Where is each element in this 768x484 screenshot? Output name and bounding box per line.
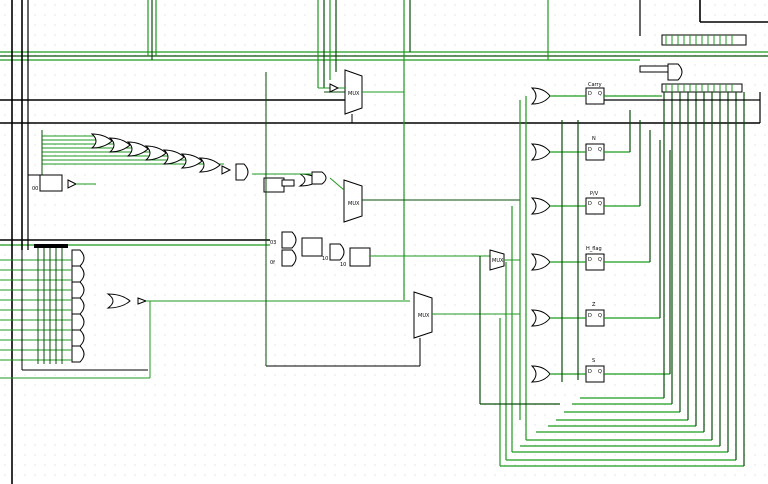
flip-flop-carry[interactable]: Carry D Q <box>585 82 605 105</box>
ff-pin-d: D <box>588 147 592 153</box>
ff-pin-d: D <box>588 91 592 97</box>
or-gates-right <box>530 87 551 383</box>
ff-pin-q: Q <box>598 201 602 207</box>
xor-chain: 00 <box>28 130 249 192</box>
flag-label-s: S <box>592 358 595 364</box>
constant-03-label: 03 <box>270 240 276 246</box>
ff-pin-q: Q <box>598 369 602 375</box>
right-wiring <box>479 92 761 467</box>
flag-label-carry: Carry <box>588 82 602 88</box>
mux-4[interactable]: MUX <box>489 249 520 271</box>
ff-pin-q: Q <box>598 313 602 319</box>
flag-flip-flops[interactable]: Carry D Q N D Q P/V D Q H_flag D Q Z <box>585 82 605 383</box>
register-block-top-right <box>639 34 747 93</box>
flag-label-pv: P/V <box>590 191 599 197</box>
ff-pin-q: Q <box>598 147 602 153</box>
constant-0f-label: 0f <box>270 260 275 266</box>
flag-label-n: N <box>592 136 596 142</box>
constant-10b-label: 10 <box>340 262 346 268</box>
mux-3[interactable]: MUX <box>265 72 520 367</box>
constant-10-label: 10 <box>322 256 328 262</box>
and-array-left <box>0 244 410 379</box>
vertical-wires-top <box>11 0 768 484</box>
constant-00-label: 00 <box>32 186 38 192</box>
ff-pin-d: D <box>588 257 592 263</box>
flag-label-h-flag: H_flag <box>586 246 602 252</box>
mux-2-label: MUX <box>348 201 360 207</box>
flip-flop-h-flag[interactable]: H_flag D Q <box>585 246 605 271</box>
ff-pin-d: D <box>588 313 592 319</box>
mux-4-label: MUX <box>492 258 504 264</box>
ff-pin-d: D <box>588 201 592 207</box>
and-gates-middle: 03 0f 10 10 <box>270 231 490 268</box>
constant-00-box <box>39 174 63 192</box>
flag-label-z: Z <box>592 302 596 308</box>
ff-pin-d: D <box>588 369 592 375</box>
mux-1-label: MUX <box>348 91 360 97</box>
top-bus-wires <box>0 51 768 246</box>
ff-pin-q: Q <box>598 257 602 263</box>
mux-3-label: MUX <box>418 313 430 319</box>
ff-pin-q: Q <box>598 91 602 97</box>
mux-1[interactable]: MUX <box>318 69 404 123</box>
mux-2-block[interactable]: MUX <box>252 171 520 223</box>
